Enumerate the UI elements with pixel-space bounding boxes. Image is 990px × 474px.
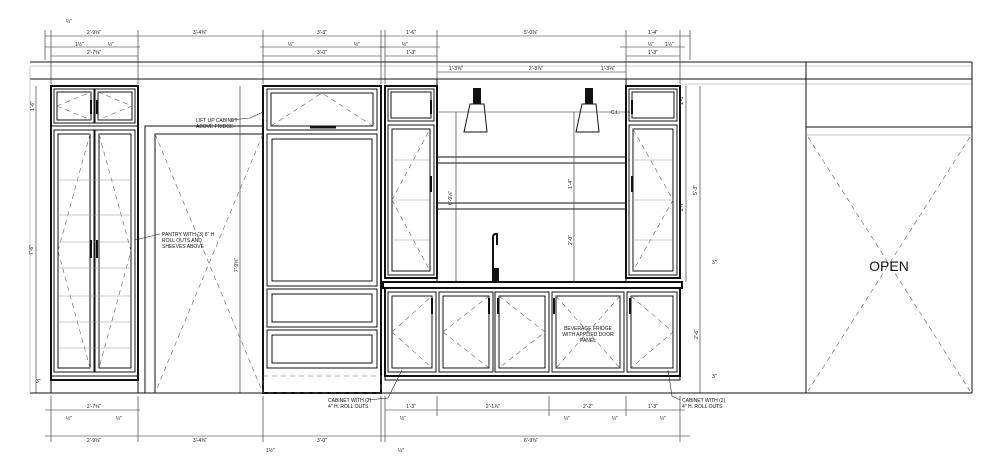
dim-v4: 2'-0" xyxy=(568,235,574,245)
dim-top-f2: 2'-3⅞" xyxy=(529,66,543,72)
dim-v14: 3" xyxy=(712,374,717,380)
note-cab-right-2: 4" H. ROLL OUTS xyxy=(682,404,723,410)
note-pantry-1: PANTRY WITH (3) 6" H xyxy=(162,232,215,238)
dim-top-2: 3'-4⅜" xyxy=(193,30,207,36)
dim-top-s6: ½" xyxy=(402,41,408,48)
dim-top-3: 3'-3" xyxy=(317,30,327,36)
dim-v5: 1'-4" xyxy=(568,179,574,189)
dim-v13: 3" xyxy=(712,260,717,266)
dim-bottom-s5: ½" xyxy=(612,415,618,422)
note-bev-3: PANEL xyxy=(580,338,596,344)
open-label: OPEN xyxy=(869,258,909,274)
open-doorway: OPEN xyxy=(807,136,971,392)
dim-bottom-c4: 6'-9⅞" xyxy=(524,438,538,444)
note-bev-1: BEVERAGE FRIDGE xyxy=(564,326,612,332)
side-panel xyxy=(144,125,264,394)
dim-top-6: 1'-4" xyxy=(648,30,658,36)
dim-bottom-s2: ½" xyxy=(116,415,122,422)
dim-top-s5: ½" xyxy=(354,41,360,48)
note-cab-left-1: CABINET WITH (2) xyxy=(328,398,372,404)
right-upper-glass-cabinet xyxy=(625,85,681,279)
fridge-tall-unit xyxy=(262,85,382,394)
dim-top-4: 1'-6" xyxy=(406,30,416,36)
top-dimensions: 2'-9⅝" 3'-4⅜" 3'-3" 1'-6" 5'-0⅜" 1'-4" 2… xyxy=(44,18,691,84)
dim-v6: 1'-6" xyxy=(679,95,685,105)
wall-lines xyxy=(29,61,973,394)
dim-v1: 7'-6" xyxy=(29,245,35,255)
left-upper-glass-cabinet xyxy=(384,85,438,279)
dim-top-e2: 3'-0" xyxy=(317,50,327,56)
dim-top-e4: 1'-3" xyxy=(648,50,658,56)
dim-bottom-b1: 2'-7⅝" xyxy=(87,404,101,410)
lower-cabinets xyxy=(384,287,681,381)
note-pantry-2: ROLL OUTS AND xyxy=(162,238,202,244)
dim-v3: 6'-9⅛" xyxy=(448,191,454,205)
dim-v2: 7'-9⅝" xyxy=(234,258,240,272)
dim-bottom-c1: 2'-9⅝" xyxy=(87,438,101,444)
dim-top-e3: 1'-3" xyxy=(406,50,416,56)
center-niche: C.L. xyxy=(382,79,683,289)
dim-bottom-b4: 2'-2" xyxy=(583,404,593,410)
annotations: LIFT UP CABINET ABOVE FRIDGE PANTRY WITH… xyxy=(134,111,726,410)
dim-top-s2: 1½" xyxy=(75,41,84,48)
dim-top-1: 2'-9⅝" xyxy=(87,30,101,36)
dim-top-s7: ½" xyxy=(648,41,654,48)
note-lift-up-2: ABOVE FRIDGE xyxy=(196,124,234,130)
dim-top-5: 5'-0⅜" xyxy=(524,30,538,36)
dim-v10: 1'-6" xyxy=(30,101,36,111)
dim-top-s4: ½" xyxy=(288,41,294,48)
dim-bottom-s6: ½" xyxy=(660,415,666,422)
dim-bottom-c3: 3'-0" xyxy=(317,438,327,444)
dim-top-e1: 2'-7⅝" xyxy=(87,50,101,56)
pantry-cabinet xyxy=(50,85,139,393)
note-cab-left-2: 4" H. ROLL OUTS xyxy=(328,404,369,410)
note-pantry-3: SHEEVES ABOVE xyxy=(162,244,205,250)
dim-bottom-b5: 1'-3" xyxy=(648,404,658,410)
bottom-dimensions: 2'-7⅝" 1'-3" 2'-1⅞" 2'-2" 1'-3" 2'-9⅝" 3… xyxy=(45,396,690,454)
note-lift-up-1: LIFT UP CABINET xyxy=(196,118,238,124)
dim-bottom-s4: ½" xyxy=(564,415,570,422)
dim-bottom-s8: ½" xyxy=(398,447,404,454)
dim-bottom-s3: ½" xyxy=(400,415,406,422)
note-cab-right-1: CABINET WITH (2) xyxy=(682,398,726,404)
vertical-dimensions: 7'-6" 7'-9⅝" 6'-9⅛" 2'-0" 1'-4" 1'-6" 2'… xyxy=(29,86,717,393)
dim-top-s3: ½" xyxy=(108,41,114,48)
dim-bottom-b2: 1'-3" xyxy=(406,404,416,410)
dim-top-s8: 1½" xyxy=(665,41,674,48)
dim-v7: 2'-6" xyxy=(694,329,700,339)
cl-label: C.L. xyxy=(611,110,620,116)
note-bev-2: WITH APPLIED DOOR xyxy=(562,332,614,338)
dim-bottom-s1: ½" xyxy=(66,415,72,422)
dim-bottom-b3: 2'-1⅞" xyxy=(486,404,500,410)
dim-v12: 3" xyxy=(36,379,41,385)
dim-top-f1: 1'-3⅜" xyxy=(449,66,463,72)
dim-v11: 2'-7" xyxy=(679,201,685,211)
dim-v9: 5'-3" xyxy=(693,185,699,195)
dim-bottom-s7: 1½" xyxy=(266,447,275,454)
dim-top-s1: ½" xyxy=(66,18,72,25)
dim-top-f3: 1'-3⅛" xyxy=(601,66,615,72)
dim-bottom-c2: 3'-4⅜" xyxy=(193,438,207,444)
